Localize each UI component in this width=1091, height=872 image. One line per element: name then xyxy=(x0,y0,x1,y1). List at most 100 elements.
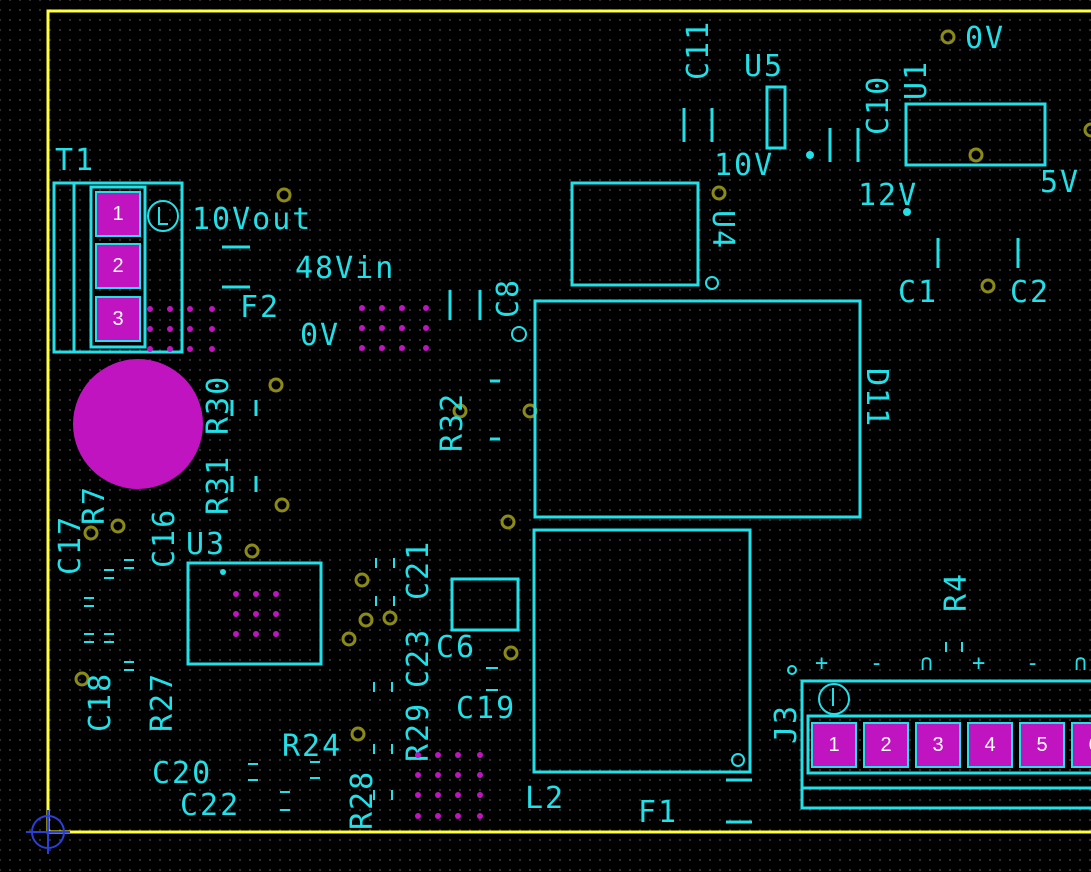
12v-marker xyxy=(903,208,911,216)
label-c11: C11 xyxy=(681,20,716,80)
j3-pin-2[interactable]: 2 xyxy=(863,722,909,768)
j3-polarity-6: ∩ xyxy=(1074,651,1087,676)
c8-capacitor[interactable] xyxy=(448,290,482,320)
svg-text:2: 2 xyxy=(112,255,123,277)
mounting-pad[interactable] xyxy=(73,359,203,489)
f1-fuse[interactable] xyxy=(726,753,752,824)
label-d11: D11 xyxy=(859,368,894,428)
j3-pin1-dot xyxy=(787,665,797,675)
svg-text:5: 5 xyxy=(1036,734,1047,756)
t1-connector[interactable] xyxy=(52,181,184,354)
net-label-12v: 12V xyxy=(858,178,918,213)
label-j3: J3 xyxy=(769,704,804,744)
label-u5: U5 xyxy=(744,49,784,84)
label-l2: L2 xyxy=(525,781,565,816)
label-c8: C8 xyxy=(491,278,526,318)
svg-text:1: 1 xyxy=(828,734,839,756)
small-passives-left xyxy=(84,559,134,671)
c6-capacitor[interactable] xyxy=(450,577,520,632)
pad-grid-u3 xyxy=(233,591,279,637)
svg-text:3: 3 xyxy=(932,734,943,756)
c19-capacitor[interactable] xyxy=(486,667,498,691)
label-r27: R27 xyxy=(145,672,180,732)
label-r29: R29 xyxy=(401,702,436,762)
l2-inductor[interactable] xyxy=(532,528,752,774)
label-r7: R7 xyxy=(77,485,112,525)
label-t1: T1 xyxy=(55,143,95,178)
label-c6: C6 xyxy=(436,630,476,665)
t1-pin-1[interactable]: 1 xyxy=(95,191,141,237)
u1-ic[interactable] xyxy=(904,102,1047,167)
u3-ic[interactable] xyxy=(186,561,323,666)
j3-pin-3[interactable]: 3 xyxy=(915,722,961,768)
u4-pin1-marker xyxy=(705,276,719,290)
label-c16: C16 xyxy=(147,508,182,568)
t1-pin-3[interactable]: 3 xyxy=(95,296,141,342)
label-u1: U1 xyxy=(899,60,934,100)
small-passives-mid xyxy=(248,558,395,811)
board-outline xyxy=(46,9,1091,834)
label-c10: C10 xyxy=(861,75,896,135)
f2-fuse[interactable] xyxy=(222,245,250,289)
label-r32: R32 xyxy=(435,392,470,452)
c10-capacitor[interactable] xyxy=(828,128,860,162)
net-label-48vin: 48Vin xyxy=(295,251,395,286)
j3-polarity-5: - xyxy=(1026,651,1039,676)
label-c20: C20 xyxy=(152,756,212,791)
net-label-10vout: 10Vout xyxy=(192,202,312,237)
pin1-marker-icon xyxy=(147,200,179,232)
label-c19: C19 xyxy=(456,691,516,726)
label-c2: C2 xyxy=(1010,275,1050,310)
label-r30: R30 xyxy=(201,375,236,435)
d11-diode[interactable] xyxy=(533,299,862,519)
label-r4: R4 xyxy=(939,572,974,612)
u5-ic[interactable] xyxy=(765,85,787,150)
svg-text:2: 2 xyxy=(880,734,891,756)
j3-connector[interactable] xyxy=(800,679,1091,810)
label-c1: C1 xyxy=(898,275,938,310)
svg-text:4: 4 xyxy=(984,734,995,756)
label-f2: F2 xyxy=(240,290,280,325)
label-u4: U4 xyxy=(705,210,740,250)
net-label-5v: 5V xyxy=(1040,165,1080,200)
net-label-10v: 10V xyxy=(714,148,774,183)
label-f1: F1 xyxy=(638,795,678,830)
u4-ic[interactable] xyxy=(570,181,700,287)
d11-pin1-marker xyxy=(511,326,527,342)
svg-text:1: 1 xyxy=(112,203,123,225)
label-r24: R24 xyxy=(282,729,342,764)
pad-grid-l2 xyxy=(415,752,483,819)
j3-polarity-3: ∩ xyxy=(920,651,933,676)
u3-pin1-marker xyxy=(220,569,226,575)
vias xyxy=(74,29,1091,742)
pin1-marker-icon xyxy=(818,683,850,715)
svg-text:6: 6 xyxy=(1088,734,1091,756)
c11-capacitor[interactable] xyxy=(682,108,714,142)
r4-resistor[interactable] xyxy=(945,642,963,652)
net-label-0v-top: 0V xyxy=(965,21,1005,56)
j3-pin-1[interactable]: 1 xyxy=(811,722,857,768)
c10-marker xyxy=(806,151,814,159)
svg-text:3: 3 xyxy=(112,308,123,330)
j3-polarity-2: - xyxy=(870,651,883,676)
t1-pin-2[interactable]: 2 xyxy=(95,243,141,289)
label-c23: C23 xyxy=(401,628,436,688)
j3-polarity-1: + xyxy=(815,651,828,676)
j3-pin-4[interactable]: 4 xyxy=(967,722,1013,768)
r30-resistor[interactable] xyxy=(230,400,258,416)
r32-resistor[interactable] xyxy=(490,379,500,441)
j3-polarity-4: + xyxy=(972,651,985,676)
label-r31: R31 xyxy=(201,455,236,515)
label-c18: C18 xyxy=(83,672,118,732)
label-c22: C22 xyxy=(180,788,240,823)
label-c21: C21 xyxy=(401,540,436,600)
label-u3: U3 xyxy=(186,527,226,562)
crosshair-origin-icon xyxy=(26,810,70,854)
j3-pin-5[interactable]: 5 xyxy=(1019,722,1065,768)
r31-resistor[interactable] xyxy=(230,476,258,492)
label-c17: C17 xyxy=(53,515,88,575)
j3-pin-6[interactable]: 6 xyxy=(1071,722,1091,768)
net-label-0v-left: 0V xyxy=(300,318,340,353)
